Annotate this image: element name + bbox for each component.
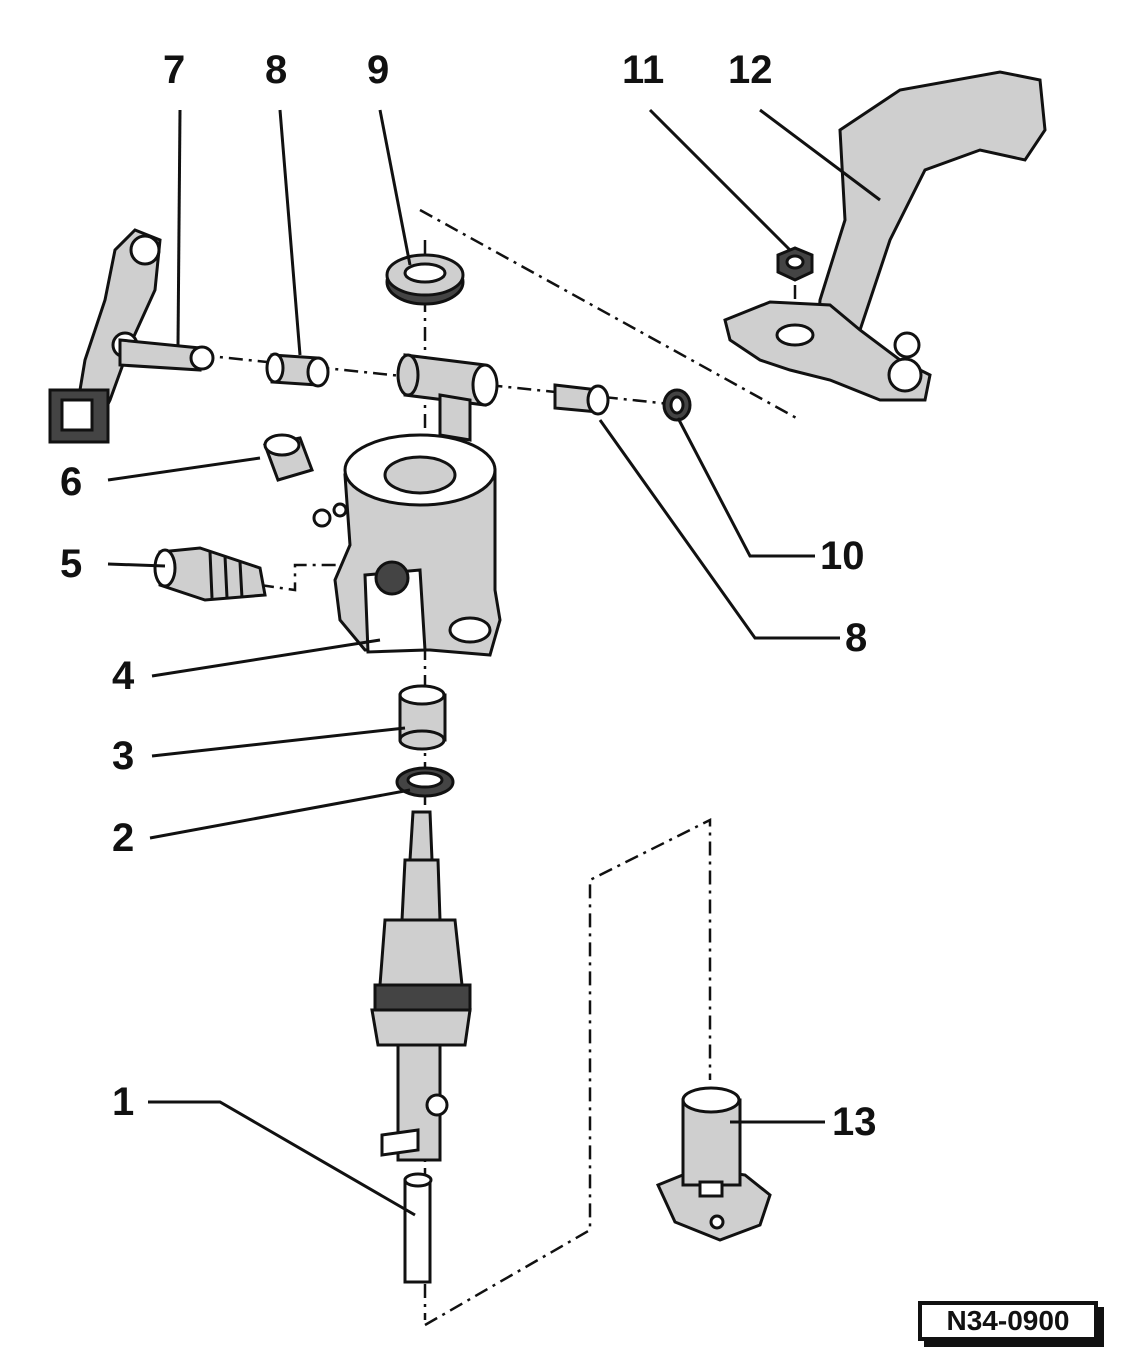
reference-code-label: N34-0900 [918, 1301, 1098, 1341]
bushing-left [265, 352, 330, 388]
seal-ring-top [385, 253, 465, 306]
callout-4: 4 [112, 654, 135, 698]
leader-lines [107, 108, 881, 1217]
axis-plug-5 [259, 563, 345, 592]
callout-2: 2 [112, 816, 135, 860]
selector-lever [48, 228, 215, 444]
callout-8-right: 8 [845, 616, 868, 660]
drive-shaft [370, 810, 472, 1284]
sleeve [398, 684, 447, 751]
callout-1: 1 [112, 1080, 135, 1124]
cap [262, 433, 314, 482]
callout-7: 7 [163, 48, 186, 92]
threaded-plug [153, 546, 267, 602]
callout-13: 13 [832, 1100, 877, 1144]
callout-6: 6 [60, 460, 83, 504]
housing [312, 433, 502, 657]
operating-lever [723, 70, 1047, 402]
callout-11: 11 [622, 48, 665, 92]
o-ring [395, 766, 455, 798]
callout-12: 12 [728, 48, 773, 92]
axis-to-sensor [424, 817, 712, 1327]
washer [662, 388, 692, 422]
callout-5: 5 [60, 542, 83, 586]
callout-10: 10 [820, 534, 865, 578]
speed-sender [655, 1086, 772, 1242]
lever-nut [776, 246, 814, 282]
bushing-right [553, 383, 610, 416]
callout-3: 3 [112, 734, 135, 778]
callout-9: 9 [367, 48, 390, 92]
axis-to-lever [419, 208, 801, 422]
cross-pin [396, 353, 499, 442]
callout-8-top: 8 [265, 48, 288, 92]
